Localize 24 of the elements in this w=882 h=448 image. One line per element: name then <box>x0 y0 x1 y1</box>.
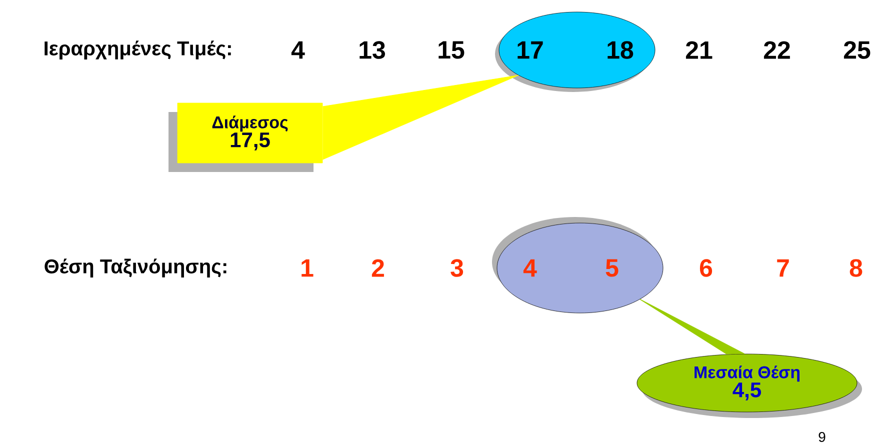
callout-pointer <box>640 299 745 355</box>
callout-box: Διάμεσος 17,5 <box>168 102 323 172</box>
value: 4 <box>291 41 305 59</box>
rank-number: 3 <box>450 259 464 277</box>
rank-number: 1 <box>302 259 314 277</box>
rank-number: 2 <box>372 259 384 277</box>
page-number: 9 <box>818 432 826 442</box>
callout-bubble: Μεσαία Θέση 4,5 <box>636 354 862 418</box>
row-heading: Ιεραρχημένες Τιμές: <box>44 40 231 60</box>
value: 18 <box>608 41 634 59</box>
rank-number: 4 <box>523 259 537 277</box>
value: 21 <box>686 41 712 59</box>
highlight-ellipse <box>495 12 656 92</box>
rank-number: 7 <box>777 259 789 277</box>
value: 13 <box>360 41 385 59</box>
row-heading: Θέση Ταξινόμησης: <box>44 258 226 278</box>
highlight-ellipse <box>492 217 664 314</box>
rank-number: 6 <box>700 259 712 277</box>
rank-number: 8 <box>850 259 862 277</box>
value: 25 <box>844 41 870 59</box>
rank-number: 5 <box>606 259 618 277</box>
value: 15 <box>438 41 464 59</box>
value: 22 <box>764 41 790 59</box>
value: 17 <box>518 41 543 59</box>
